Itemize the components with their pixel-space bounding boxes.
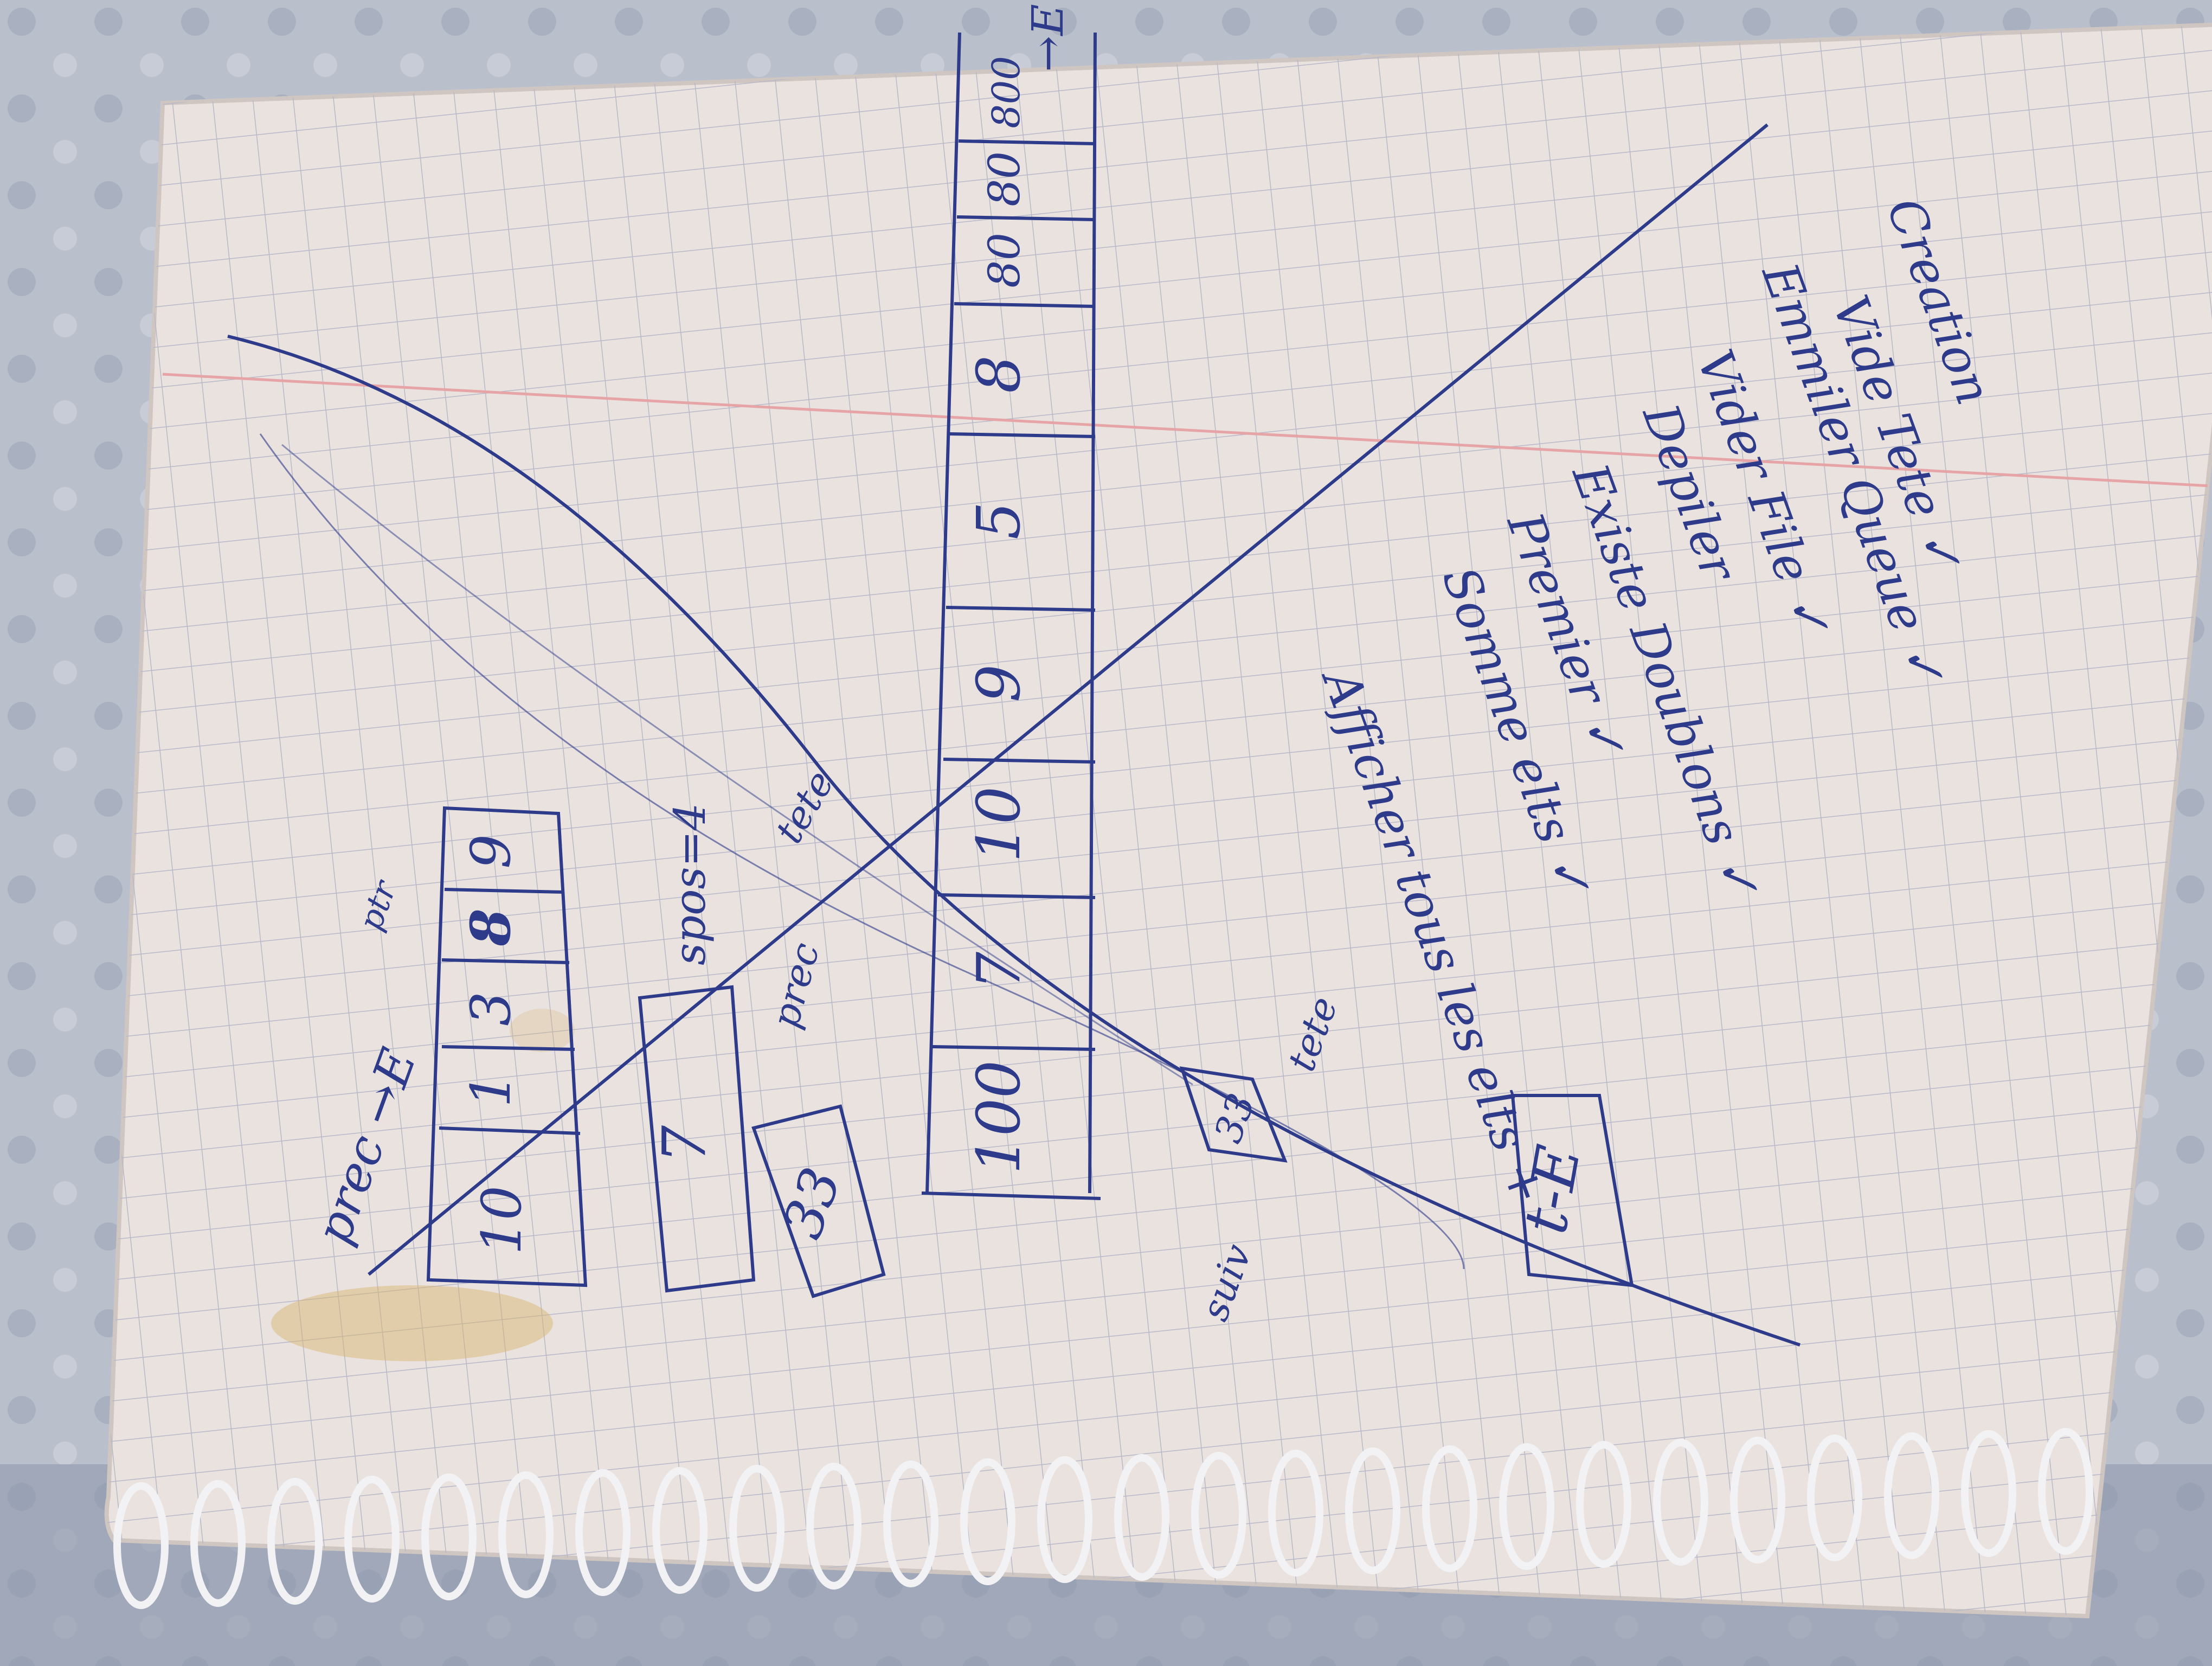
strip-cells: 100 7 10 9 5 8 80 80 800 →E: [964, 4, 1073, 1174]
spiral-ring: [344, 1476, 400, 1603]
top-cell: 9: [459, 834, 523, 869]
spiral-ring: [421, 1473, 477, 1600]
margin-line: [162, 373, 2212, 490]
top-cell: 8: [459, 908, 523, 947]
strip-cell: 10: [964, 786, 1033, 862]
spiral-ring: [575, 1469, 631, 1596]
spiral-ring: [190, 1480, 246, 1607]
strip-cell: 80: [979, 233, 1030, 288]
coffee-stain: [271, 1285, 553, 1361]
spiral-ring: [498, 1471, 554, 1598]
strip-cell: 7: [964, 952, 1033, 990]
strip-cell: 9: [964, 664, 1033, 702]
strip-list: [921, 32, 1101, 1200]
spiral-ring: [1807, 1434, 1862, 1561]
spiral-ring: [1884, 1432, 1939, 1559]
spiral-ring: [1191, 1452, 1246, 1579]
cross-out-lines: [227, 123, 1801, 1347]
strip-cell: 5: [964, 502, 1033, 540]
spiral-ring: [1037, 1456, 1092, 1583]
spiral-ring: [1114, 1454, 1169, 1581]
spiral-ring: [1499, 1443, 1554, 1570]
top-cell: 10: [470, 1186, 533, 1254]
spiral-ring: [883, 1460, 938, 1587]
spos-label: spos=4: [665, 803, 715, 965]
boxes: [638, 985, 1634, 1298]
spiral-ring: [1653, 1439, 1708, 1566]
spiral-ring: [729, 1465, 785, 1592]
spiral-ring: [652, 1467, 708, 1594]
spiral-ring: [267, 1478, 323, 1605]
spiral-ring: [1268, 1450, 1323, 1577]
spiral-binding: [113, 1428, 2093, 1609]
spiral-ring: [1961, 1430, 2016, 1557]
top-cell: 3: [459, 991, 523, 1026]
spiral-ring: [1730, 1437, 1785, 1564]
spiral-ring: [2038, 1428, 2093, 1555]
spiral-ring: [806, 1463, 861, 1590]
spiral-ring: [113, 1482, 169, 1609]
spiral-ring: [1345, 1447, 1400, 1574]
spiral-ring: [960, 1458, 1015, 1585]
box-corner: t-E: [1510, 1140, 1594, 1239]
spiral-ring: [1422, 1445, 1477, 1572]
strip-cell: 800: [984, 56, 1028, 129]
top-list-cells: 10 1 3 8 9: [459, 834, 533, 1254]
spiral-ring: [1576, 1441, 1631, 1568]
top-cell: 1: [459, 1073, 523, 1107]
strip-cell: 8: [964, 355, 1033, 393]
box-seven: 7: [650, 1125, 719, 1163]
strip-cell: 100: [964, 1060, 1033, 1174]
strip-end-label: →E: [1023, 4, 1073, 72]
strip-cell: 80: [979, 151, 1030, 207]
top-list: [426, 806, 588, 1287]
